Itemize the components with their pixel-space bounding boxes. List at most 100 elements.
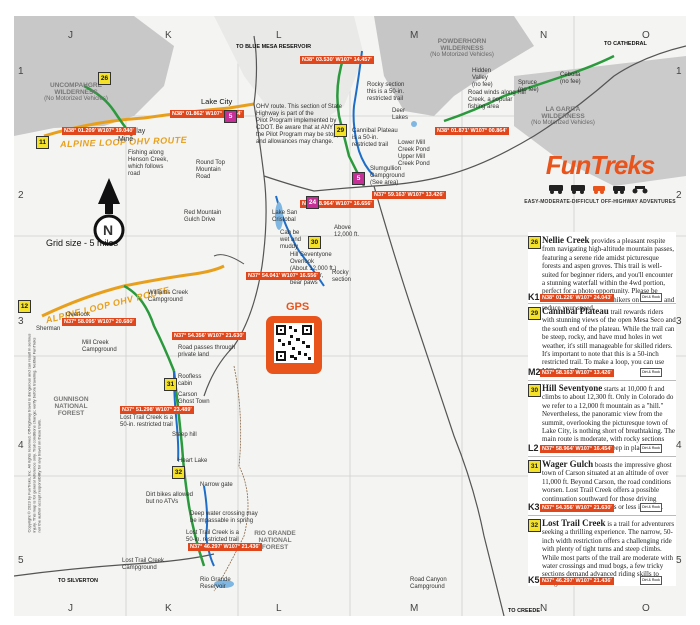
route-badge: 11	[36, 136, 49, 149]
trail-description: trail rewards riders with stunning views…	[542, 308, 676, 375]
forest-name: RIO GRANDE NATIONAL FOREST	[254, 530, 296, 551]
route-badge: 29	[334, 124, 347, 137]
town-lake-city: Lake City	[201, 97, 233, 106]
forest-label: RIO GRANDE NATIONAL FOREST	[250, 530, 300, 551]
la-garita-wilderness-area	[514, 56, 686, 186]
place-rocky-section: Rocky section this is a 50-in. restricte…	[367, 82, 405, 102]
trail-gps: N37° 58.964' W107° 16.454'	[540, 445, 614, 453]
route-badge: 12	[18, 300, 31, 313]
route-badge: 30	[308, 236, 321, 249]
place-road-winds: Road winds along Hill Creek, a popular f…	[468, 90, 526, 110]
forest-name: GUNNISON NATIONAL FOREST	[53, 396, 89, 417]
direction-cathedral: TO CATHEDRAL	[604, 41, 647, 47]
grid-col-o-bottom: O	[642, 603, 650, 614]
gps-callout: N38° 01.209' W107° 19.040'	[62, 127, 136, 135]
separator	[528, 515, 676, 516]
wilderness-note: (No Motorized Vehicles)	[430, 52, 494, 58]
grid-row-4-right: 4	[676, 440, 682, 451]
trail-gps: N37° 58.163' W107° 13.426'	[540, 369, 614, 377]
vehicle-icons	[549, 185, 648, 194]
trail-number: 32	[528, 519, 541, 532]
qr-code-icon[interactable]	[274, 323, 314, 363]
funtreks-tagline: EASY-MODERATE-DIFFICULT OFF-HIGHWAY ADVE…	[524, 199, 676, 205]
trail-number: 31	[528, 460, 541, 473]
gps-callout: N38° 01.871' W107° 00.864'	[435, 127, 509, 135]
trail-surface-badge: Dirt & Rock	[640, 293, 662, 302]
wilderness-name: UNCOMPAHGRE WILDERNESS	[50, 82, 102, 96]
grid-row-3-right: 3	[676, 316, 682, 327]
trail-number: 29	[528, 307, 541, 320]
gps-label: GPS	[286, 301, 310, 313]
trail-gps: N38° 01.226' W107° 24.043'	[540, 294, 614, 302]
gps-callout: N37° 51.298' W107° 23.489'	[120, 406, 194, 414]
place-lower-mill: Lower Mill Creek Pond	[398, 140, 430, 153]
trail-grid: K3	[528, 502, 540, 512]
place-cebolla: Cebolla (no fee)	[560, 72, 581, 85]
place-fishing: Fishing along Henson Creek, which follow…	[128, 150, 169, 177]
trail-name: Wager Gulch	[542, 459, 594, 469]
separator	[528, 380, 676, 381]
dirt-road-south	[213, 365, 249, 592]
road-to-creede	[373, 185, 505, 616]
forest-label: GUNNISON NATIONAL FOREST	[46, 396, 96, 417]
wilderness-name: LA GARITA WILDERNESS	[541, 106, 585, 120]
wilderness-name: POWDERHORN WILDERNESS	[437, 38, 487, 52]
place-can-be-wet: Can be wet and muddy	[280, 230, 302, 250]
grid-row-2-right: 2	[676, 190, 682, 201]
trail-grid: L2	[528, 443, 539, 453]
grid-row-2: 2	[18, 190, 24, 201]
place-lost-trail-50: Lost Trail Creek is a 50-in. restricted …	[120, 415, 174, 428]
powderhorn-wilderness-area	[374, 16, 534, 116]
wilderness-label: UNCOMPAHGRE WILDERNESS (No Motorized Veh…	[36, 82, 116, 103]
grid-col-j-bottom: J	[68, 603, 73, 614]
hill-creek-trail	[443, 54, 615, 123]
direction-creede: TO CREEDE	[508, 608, 540, 614]
wilderness-label: LA GARITA WILDERNESS (No Motorized Vehic…	[528, 106, 598, 127]
place-lost-trail-50b: Lost Trail Creek is a 50-in. restricted …	[186, 530, 240, 543]
trail-name: Cannibal Plateau	[542, 306, 609, 316]
cannibal-blue-trail	[352, 50, 375, 177]
grid-col-m: M	[410, 30, 419, 41]
route-badge: 26	[98, 72, 111, 85]
trail-name: Nellie Creek	[542, 235, 590, 245]
grid-col-j: J	[68, 30, 73, 41]
place-road-canyon: Road Canyon Campground	[410, 577, 447, 590]
wilderness-label: POWDERHORN WILDERNESS (No Motorized Vehi…	[422, 38, 502, 59]
lake-san-cristobal	[275, 202, 283, 230]
trail-name: Hill Seventyone	[542, 383, 603, 393]
trail-grid: K5	[528, 575, 540, 585]
gps-callout: N38° 01.862' W107° 18.764'	[170, 110, 244, 118]
grid-row-5-right: 5	[676, 555, 682, 566]
funtreks-logo: FunTreks	[545, 150, 656, 180]
grid-col-k: K	[165, 30, 172, 41]
place-roofless: Roofless cabin	[178, 374, 202, 387]
grid-col-o: O	[642, 30, 650, 41]
separator	[528, 456, 676, 457]
grid-col-l-bottom: L	[276, 603, 282, 614]
trail-grid: K1	[528, 292, 540, 302]
grid-row-1: 1	[18, 66, 24, 77]
place-round-top: Round Top Mountain Road	[196, 160, 225, 180]
place-sherman: Sherman	[36, 326, 61, 332]
gps-callout: N37° 58.095' W107° 20.680'	[62, 318, 136, 326]
trail-surface-badge: Dirt & Rock	[640, 368, 662, 377]
grid-col-l: L	[276, 30, 282, 41]
place-mill-creek: Mill Creek Campground	[82, 340, 117, 353]
wilderness-note: (No Motorized Vehicles)	[531, 120, 595, 126]
grid-row-4: 4	[18, 440, 24, 451]
place-lost-trail-campground: Lost Trail Creek Campground	[122, 558, 165, 571]
place-road-passes: Road passes through private land	[178, 345, 236, 358]
place-lake-san-cristobal: Lake San Cristobal	[272, 210, 298, 223]
route-badge: 32	[172, 466, 185, 479]
place-spruce: Spruce (no fee)	[518, 80, 539, 93]
gunnison-forest-area	[214, 16, 364, 126]
trail-number: 26	[528, 236, 541, 249]
route-badge: 5	[224, 110, 237, 123]
gps-callout: N38° 03.530' W107° 14.457'	[300, 56, 374, 64]
grid-row-3: 3	[18, 316, 24, 327]
